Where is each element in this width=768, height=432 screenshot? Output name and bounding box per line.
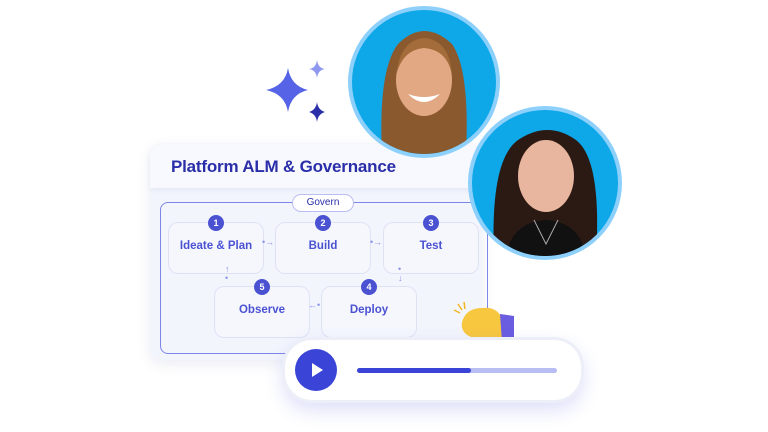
step-build[interactable]: 2 Build [275,215,371,274]
sparkles-icon [266,60,325,122]
step-test[interactable]: 3 Test [383,215,479,274]
step-number-badge: 2 [315,215,331,231]
step-label: Ideate & Plan [179,240,253,252]
step-observe[interactable]: 5 Observe [214,279,310,338]
step-label: Build [308,240,338,252]
step-label: Observe [238,304,286,316]
step-label: Test [419,240,443,252]
step-label: Deploy [349,304,389,316]
arrow-left-icon: ←• [308,300,321,310]
avatar-person-1 [348,6,500,158]
alm-card: Platform ALM & Governance Govern 1 Ideat… [150,144,488,360]
step-number-badge: 1 [208,215,224,231]
govern-label: Govern [292,194,354,212]
card-title: Platform ALM & Governance [171,157,396,176]
arrow-up-icon: ↑• [225,264,230,283]
arrow-right-icon: •→ [370,237,383,247]
clapping-hands-icon [453,301,514,342]
avatar-person-2 [468,106,622,260]
arrow-right-icon: •→ [262,237,275,247]
play-icon [312,363,323,377]
step-ideate-plan[interactable]: 1 Ideate & Plan [168,215,264,274]
arrow-down-icon: •↓ [398,264,403,283]
step-number-badge: 3 [423,215,439,231]
audio-player [282,337,584,403]
step-number-badge: 5 [254,279,270,295]
step-number-badge: 4 [361,279,377,295]
step-deploy[interactable]: 4 Deploy [321,279,417,338]
play-button[interactable] [295,349,337,391]
progress-track[interactable] [357,368,557,373]
progress-fill [357,368,471,373]
